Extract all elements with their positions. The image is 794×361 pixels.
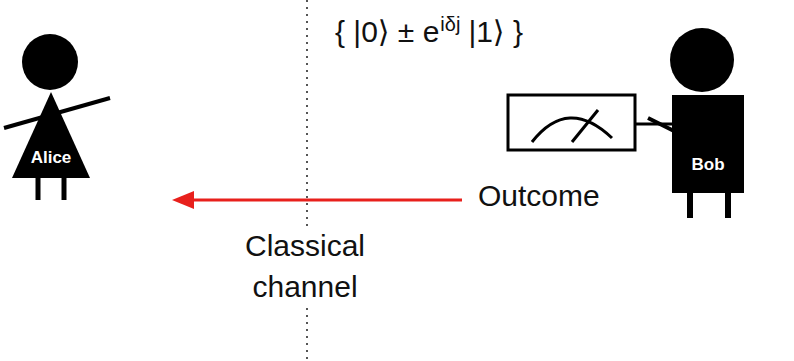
formula-part: { |0⟩ ± e [335, 15, 439, 48]
channel-label: Classical channel [210, 226, 400, 307]
bob-leg [725, 190, 731, 218]
alice-head [22, 34, 78, 90]
bob-head [670, 28, 734, 92]
meter-arc [532, 118, 612, 142]
alice-leg [62, 176, 67, 200]
meter-box [508, 95, 635, 150]
alice-leg [36, 176, 41, 200]
channel-arrow [188, 199, 462, 202]
formula-exponent: iδj [440, 13, 460, 35]
meter-needle [572, 110, 598, 142]
alice-figure: Alice [12, 92, 90, 178]
bob-leg [687, 190, 693, 218]
figure-name: Alice [31, 149, 72, 168]
meter-wire [635, 123, 674, 126]
bob-figure: Bob [672, 95, 744, 193]
outcome-label: Outcome [478, 178, 600, 214]
arrow-head [172, 191, 194, 209]
state-formula: { |0⟩ ± eiδj |1⟩ } [335, 12, 523, 50]
formula-part: |1⟩ } [468, 15, 523, 48]
figure-name: Bob [691, 156, 724, 175]
